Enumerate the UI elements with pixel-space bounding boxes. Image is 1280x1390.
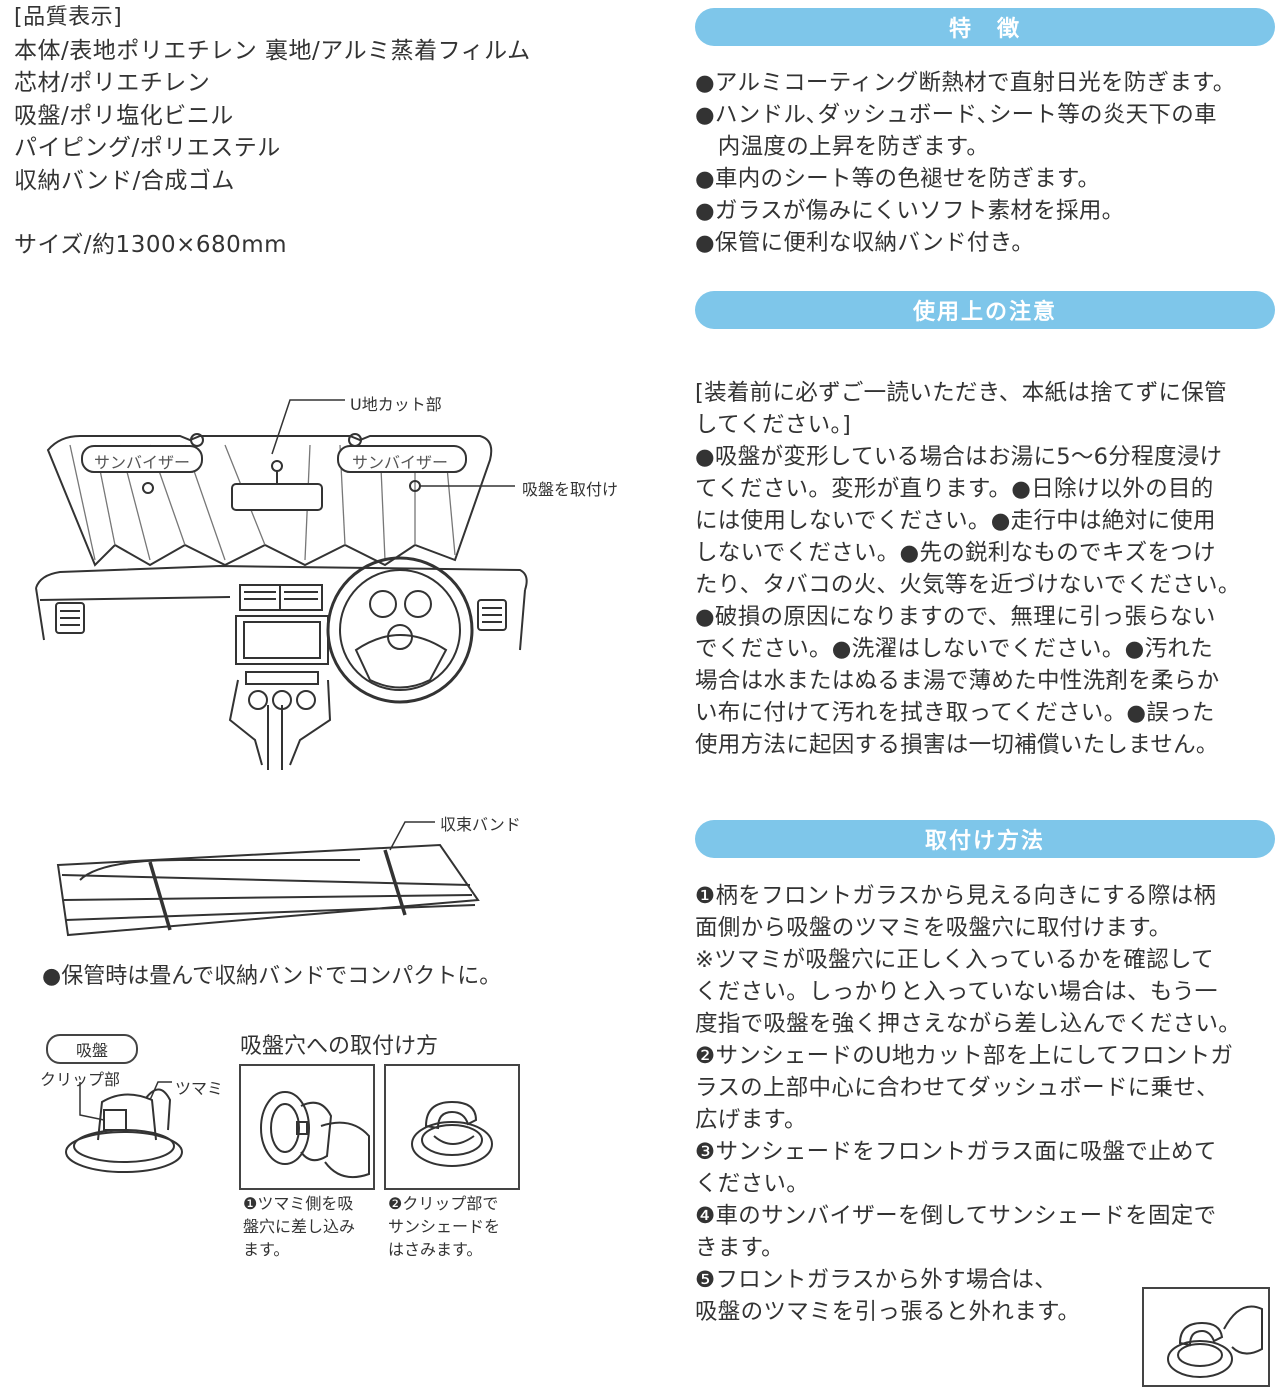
install-line: ❹車のサンバイザーを倒してサンシェードを固定で bbox=[695, 1203, 1217, 1229]
step2-illustration bbox=[411, 1100, 493, 1167]
install-line: 吸盤のツマミを引っ張ると外れます。 bbox=[695, 1299, 1081, 1325]
caution-text: [装着前に必ずご一読いただき、本紙は捨てずに保管 してください。] ●吸盤が変形… bbox=[695, 377, 1241, 761]
install-line: ください。しっかりと入っていない場合は、もう一 bbox=[695, 979, 1218, 1005]
step2-caption-line: はさみます。 bbox=[388, 1240, 483, 1259]
quality-heading: [品質表示] bbox=[14, 5, 123, 30]
install-line: ※ツマミが吸盤穴に正しく入っているかを確認して bbox=[695, 947, 1214, 973]
step1-image-box bbox=[239, 1064, 375, 1190]
caution-title: 使用上の注意 bbox=[695, 291, 1275, 329]
feature-line: ●車内のシート等の色褪せを防ぎます。 bbox=[695, 166, 1101, 192]
car-dashboard-illustration bbox=[35, 399, 528, 937]
clip-label: クリップ部 bbox=[40, 1070, 121, 1089]
removal-illustration bbox=[1167, 1305, 1263, 1378]
step2-caption-line: サンシェードを bbox=[388, 1217, 501, 1236]
install-line: 広げます。 bbox=[695, 1107, 807, 1133]
suction-badge: 吸盤 bbox=[46, 1034, 138, 1064]
quality-line: 吸盤/ポリ塩化ビニル bbox=[14, 102, 234, 129]
install-title: 取付け方法 bbox=[695, 820, 1275, 858]
install-line: ❸サンシェードをフロントガラス面に吸盤で止めて bbox=[695, 1139, 1217, 1165]
suction-attach-label: 吸盤を取付け bbox=[522, 480, 619, 499]
quality-line: パイピング/ポリエステル bbox=[14, 135, 281, 161]
size-line: サイズ/約1300×680mm bbox=[14, 232, 288, 258]
install-line: ラスの上部中心に合わせてダッシュボードに乗せ、 bbox=[695, 1075, 1219, 1101]
caution-line: てください。変形が直ります。●日除け以外の目的 bbox=[695, 476, 1214, 502]
band-label: 収束バンド bbox=[440, 815, 521, 834]
features-title: 特 徴 bbox=[695, 8, 1275, 46]
step1-caption: ❶ツマミ側を吸 盤穴に差し込み ます。 bbox=[243, 1192, 355, 1261]
u-cut-label: U地カット部 bbox=[350, 395, 442, 414]
step2-image-box bbox=[384, 1064, 520, 1190]
feature-line: ●保管に便利な収納バンド付き。 bbox=[695, 230, 1035, 256]
install-text: ❶柄をフロントガラスから見える向きにする際は柄 面側から吸盤のツマミを吸盤穴に取… bbox=[695, 880, 1241, 1328]
feature-line: ●アルミコーティング断熱材で直射日光を防ぎます。 bbox=[695, 70, 1236, 96]
caution-line: 使用方法に起因する損害は一切補償いたしません。 bbox=[695, 732, 1219, 758]
caution-line: 場合は水またはぬるま湯で薄めた中性洗剤を柔らか bbox=[695, 668, 1220, 694]
install-line: 度指で吸盤を強く押さえながら差し込んでください。 bbox=[695, 1011, 1242, 1037]
caution-line: い布に付けて汚れを拭き取ってください。●誤った bbox=[695, 700, 1215, 726]
suction-cup-illustration bbox=[65, 1081, 183, 1173]
feature-line: ●ハンドル､ダッシュボード､シート等の炎天下の車 bbox=[695, 102, 1217, 128]
quality-line: 芯材/ポリエチレン bbox=[14, 70, 211, 96]
step1-caption-line: ます。 bbox=[243, 1240, 290, 1259]
storage-note: ●保管時は畳んで収納バンドでコンパクトに。 bbox=[42, 964, 502, 989]
caution-line: しないでください。●先の鋭利なものでキズをつけ bbox=[695, 540, 1216, 566]
sun-visor-left-label: サンバイザー bbox=[94, 453, 191, 472]
hole-title: 吸盤穴への取付け方 bbox=[240, 1034, 439, 1059]
step1-caption-line: 盤穴に差し込み bbox=[243, 1217, 356, 1236]
feature-line: ●ガラスが傷みにくいソフト素材を採用。 bbox=[695, 198, 1125, 224]
install-line: ❶柄をフロントガラスから見える向きにする際は柄 bbox=[695, 883, 1217, 909]
suction-badge-text: 吸盤 bbox=[75, 1041, 108, 1060]
caution-line: ●破損の原因になりますので、無理に引っ張らない bbox=[695, 604, 1216, 630]
knob-label: ツマミ bbox=[175, 1079, 224, 1098]
install-line: 面側から吸盤のツマミを吸盤穴に取付けます。 bbox=[695, 915, 1172, 941]
install-line: ください。 bbox=[695, 1171, 810, 1197]
step2-caption-line: ❷クリップ部で bbox=[388, 1194, 499, 1213]
caution-line: [装着前に必ずご一読いただき、本紙は捨てずに保管 bbox=[695, 380, 1227, 406]
install-line: ❷サンシェードのU地カット部を上にしてフロントガ bbox=[695, 1043, 1234, 1069]
step1-illustration bbox=[260, 1091, 370, 1178]
caution-line: ●吸盤が変形している場合はお湯に5～6分程度浸け bbox=[695, 444, 1223, 470]
caution-line: たり、タバコの火、火気等を近づけないでください。 bbox=[695, 572, 1241, 598]
step1-caption-line: ❶ツマミ側を吸 bbox=[243, 1194, 354, 1213]
sun-visor-right-label: サンバイザー bbox=[352, 453, 449, 472]
caution-line: には使用しないでください。●走行中は絶対に使用 bbox=[695, 508, 1216, 534]
removal-image-box bbox=[1142, 1287, 1270, 1387]
quality-section: [品質表示] 本体/表地ポリエチレン 裏地/アルミ蒸着フィルム 芯材/ポリエチレ… bbox=[14, 2, 531, 262]
install-line: きます。 bbox=[695, 1235, 784, 1261]
caution-line: でください。●洗濯はしないでください。●汚れた bbox=[695, 636, 1213, 662]
step2-caption: ❷クリップ部で サンシェードを はさみます。 bbox=[388, 1192, 500, 1261]
install-line: ❺フロントガラスから外す場合は、 bbox=[695, 1267, 1058, 1293]
features-list: ●アルミコーティング断熱材で直射日光を防ぎます。 ●ハンドル､ダッシュボード､シ… bbox=[695, 67, 1236, 259]
quality-line: 本体/表地ポリエチレン 裏地/アルミ蒸着フィルム bbox=[14, 37, 531, 64]
caution-line: してください。] bbox=[695, 412, 852, 438]
feature-line: 内温度の上昇を防ぎます。 bbox=[695, 134, 990, 160]
quality-line: 収納バンド/合成ゴム bbox=[14, 167, 235, 194]
